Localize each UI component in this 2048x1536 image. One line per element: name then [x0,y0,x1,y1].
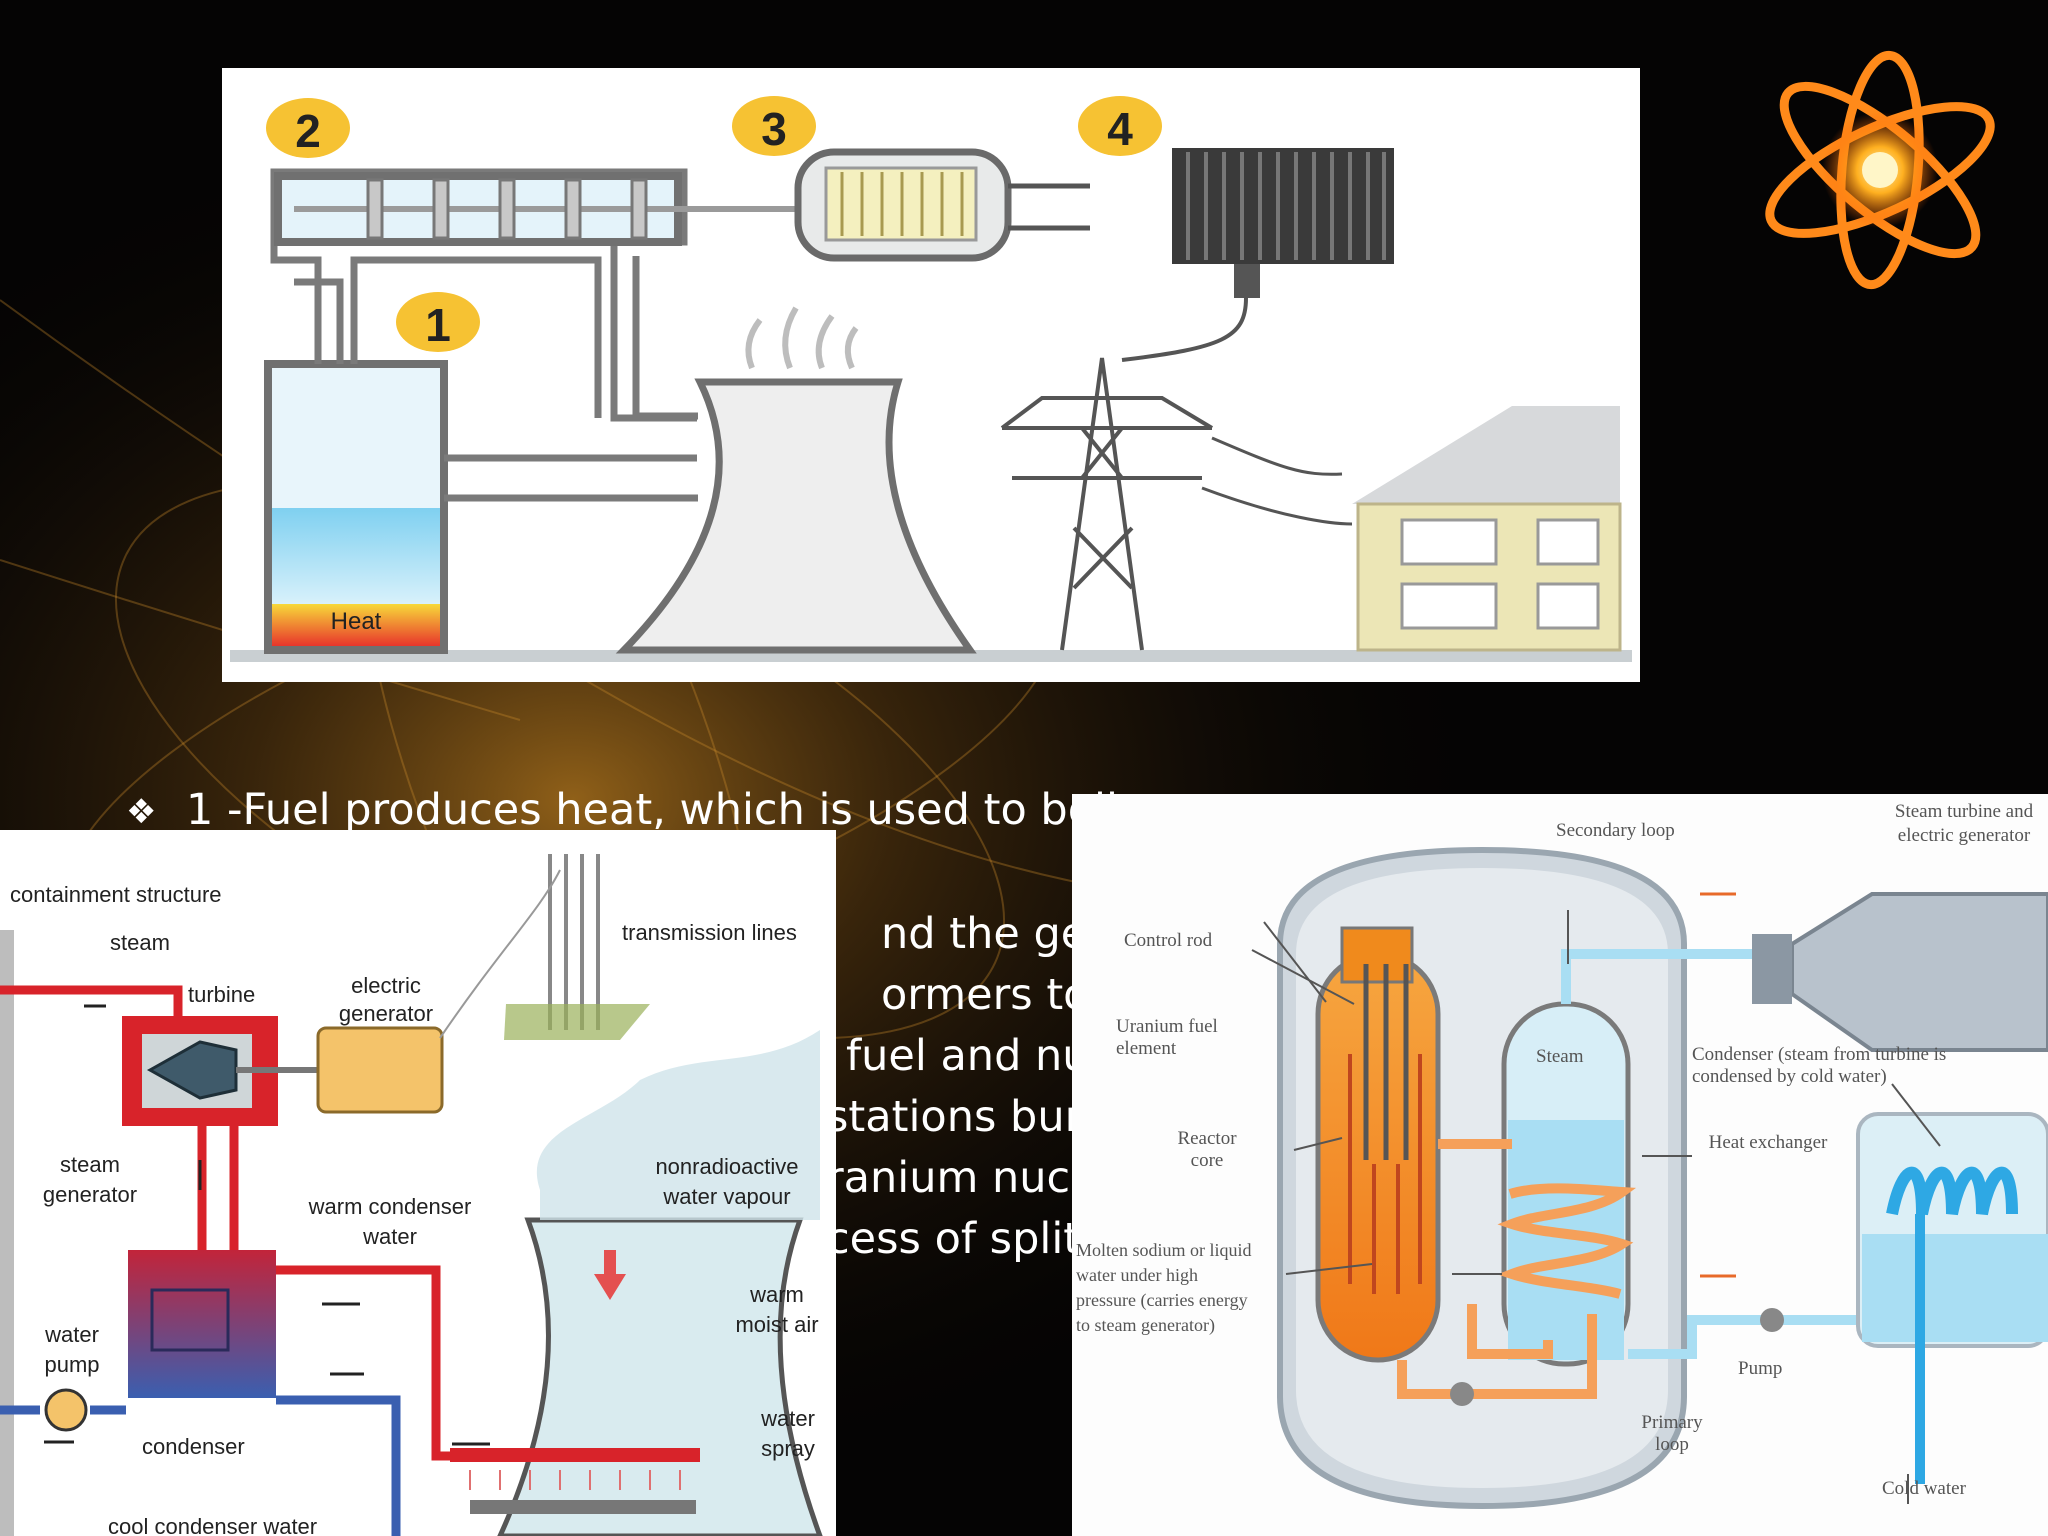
label-primary-loop: Primary loop [1641,1412,1703,1455]
label-warm-condenser: warm condenser water [308,1194,472,1249]
pwr-illustration [0,854,823,1536]
label-secondary-loop: Secondary loop [1556,820,1675,841]
label-water-pump: water pump [44,1322,100,1377]
label-fuel-element: Uranium fuel element [1116,1016,1218,1059]
label-turbine-generator: Steam turbine and electric generator [1894,801,2034,846]
label-transmission: transmission lines [622,920,797,945]
label-pump: Pump [1738,1358,1783,1379]
label-containment: containment structure [10,882,222,907]
bullet-symbol: ❖ [126,792,157,832]
steam-plume [745,306,859,370]
heat-label: Heat [330,608,382,635]
label-heat-exchanger: Heat exchanger [1708,1132,1828,1153]
reactor-schematic: Secondary loop Steam turbine and electri… [1072,794,2048,1536]
marker-3: 3 [761,103,787,155]
heat-bar [272,604,440,646]
label-warm-air: warm moist air [735,1282,819,1337]
house [1352,406,1622,652]
label-vapour: nonradioactive water vapour [655,1154,799,1209]
label-coolant: Molten sodium or liquid water under high… [1076,1240,1252,1335]
transmission-pylon [1000,357,1214,651]
pwr-diagram: containment structure steam turbine elec… [0,830,836,1536]
label-condenser: Condenser (steam from turbine is condens… [1692,1044,1947,1087]
cooling-tower [615,378,977,654]
label-cold-water: Cold water [1882,1478,1966,1499]
label-turbine: turbine [188,982,256,1007]
label-steam: steam [110,930,170,955]
label-steam-generator: steam generator [42,1152,138,1207]
bullet-4: fuel and nu [846,1031,1090,1081]
power-station-diagram: 2 3 4 1 Heat [222,68,1640,682]
label-control-rod: Control rod [1124,930,1213,951]
power-station-illustration [230,96,1632,662]
label-generator: electric generator [338,973,434,1026]
bullet-6: ranium nuc [826,1153,1071,1203]
atom-logo [1765,50,1995,290]
bullet-1: ❖1 -Fuel produces heat, which is used to… [126,780,2026,843]
marker-4: 4 [1107,103,1133,155]
label-cool-water: cool condenser water [108,1514,318,1536]
bullet-list: ❖1 -Fuel produces heat, which is used to… [126,780,2026,1270]
boiler [264,360,448,654]
label-steam: Steam [1536,1046,1584,1067]
marker-1: 1 [425,299,451,351]
marker-2: 2 [295,105,321,157]
reactor-illustration [1251,846,2048,1510]
label-spray: water spray [761,1406,815,1461]
bullet-7: cess of split [826,1214,1081,1264]
step-markers [266,96,1162,352]
label-reactor-core: Reactor core [1177,1128,1237,1171]
bullet-5: stations bur [826,1092,1083,1142]
turbine-blades [366,178,648,240]
ground [230,650,1632,662]
transformer [1008,148,1394,362]
label-condenser: condenser [142,1434,245,1459]
